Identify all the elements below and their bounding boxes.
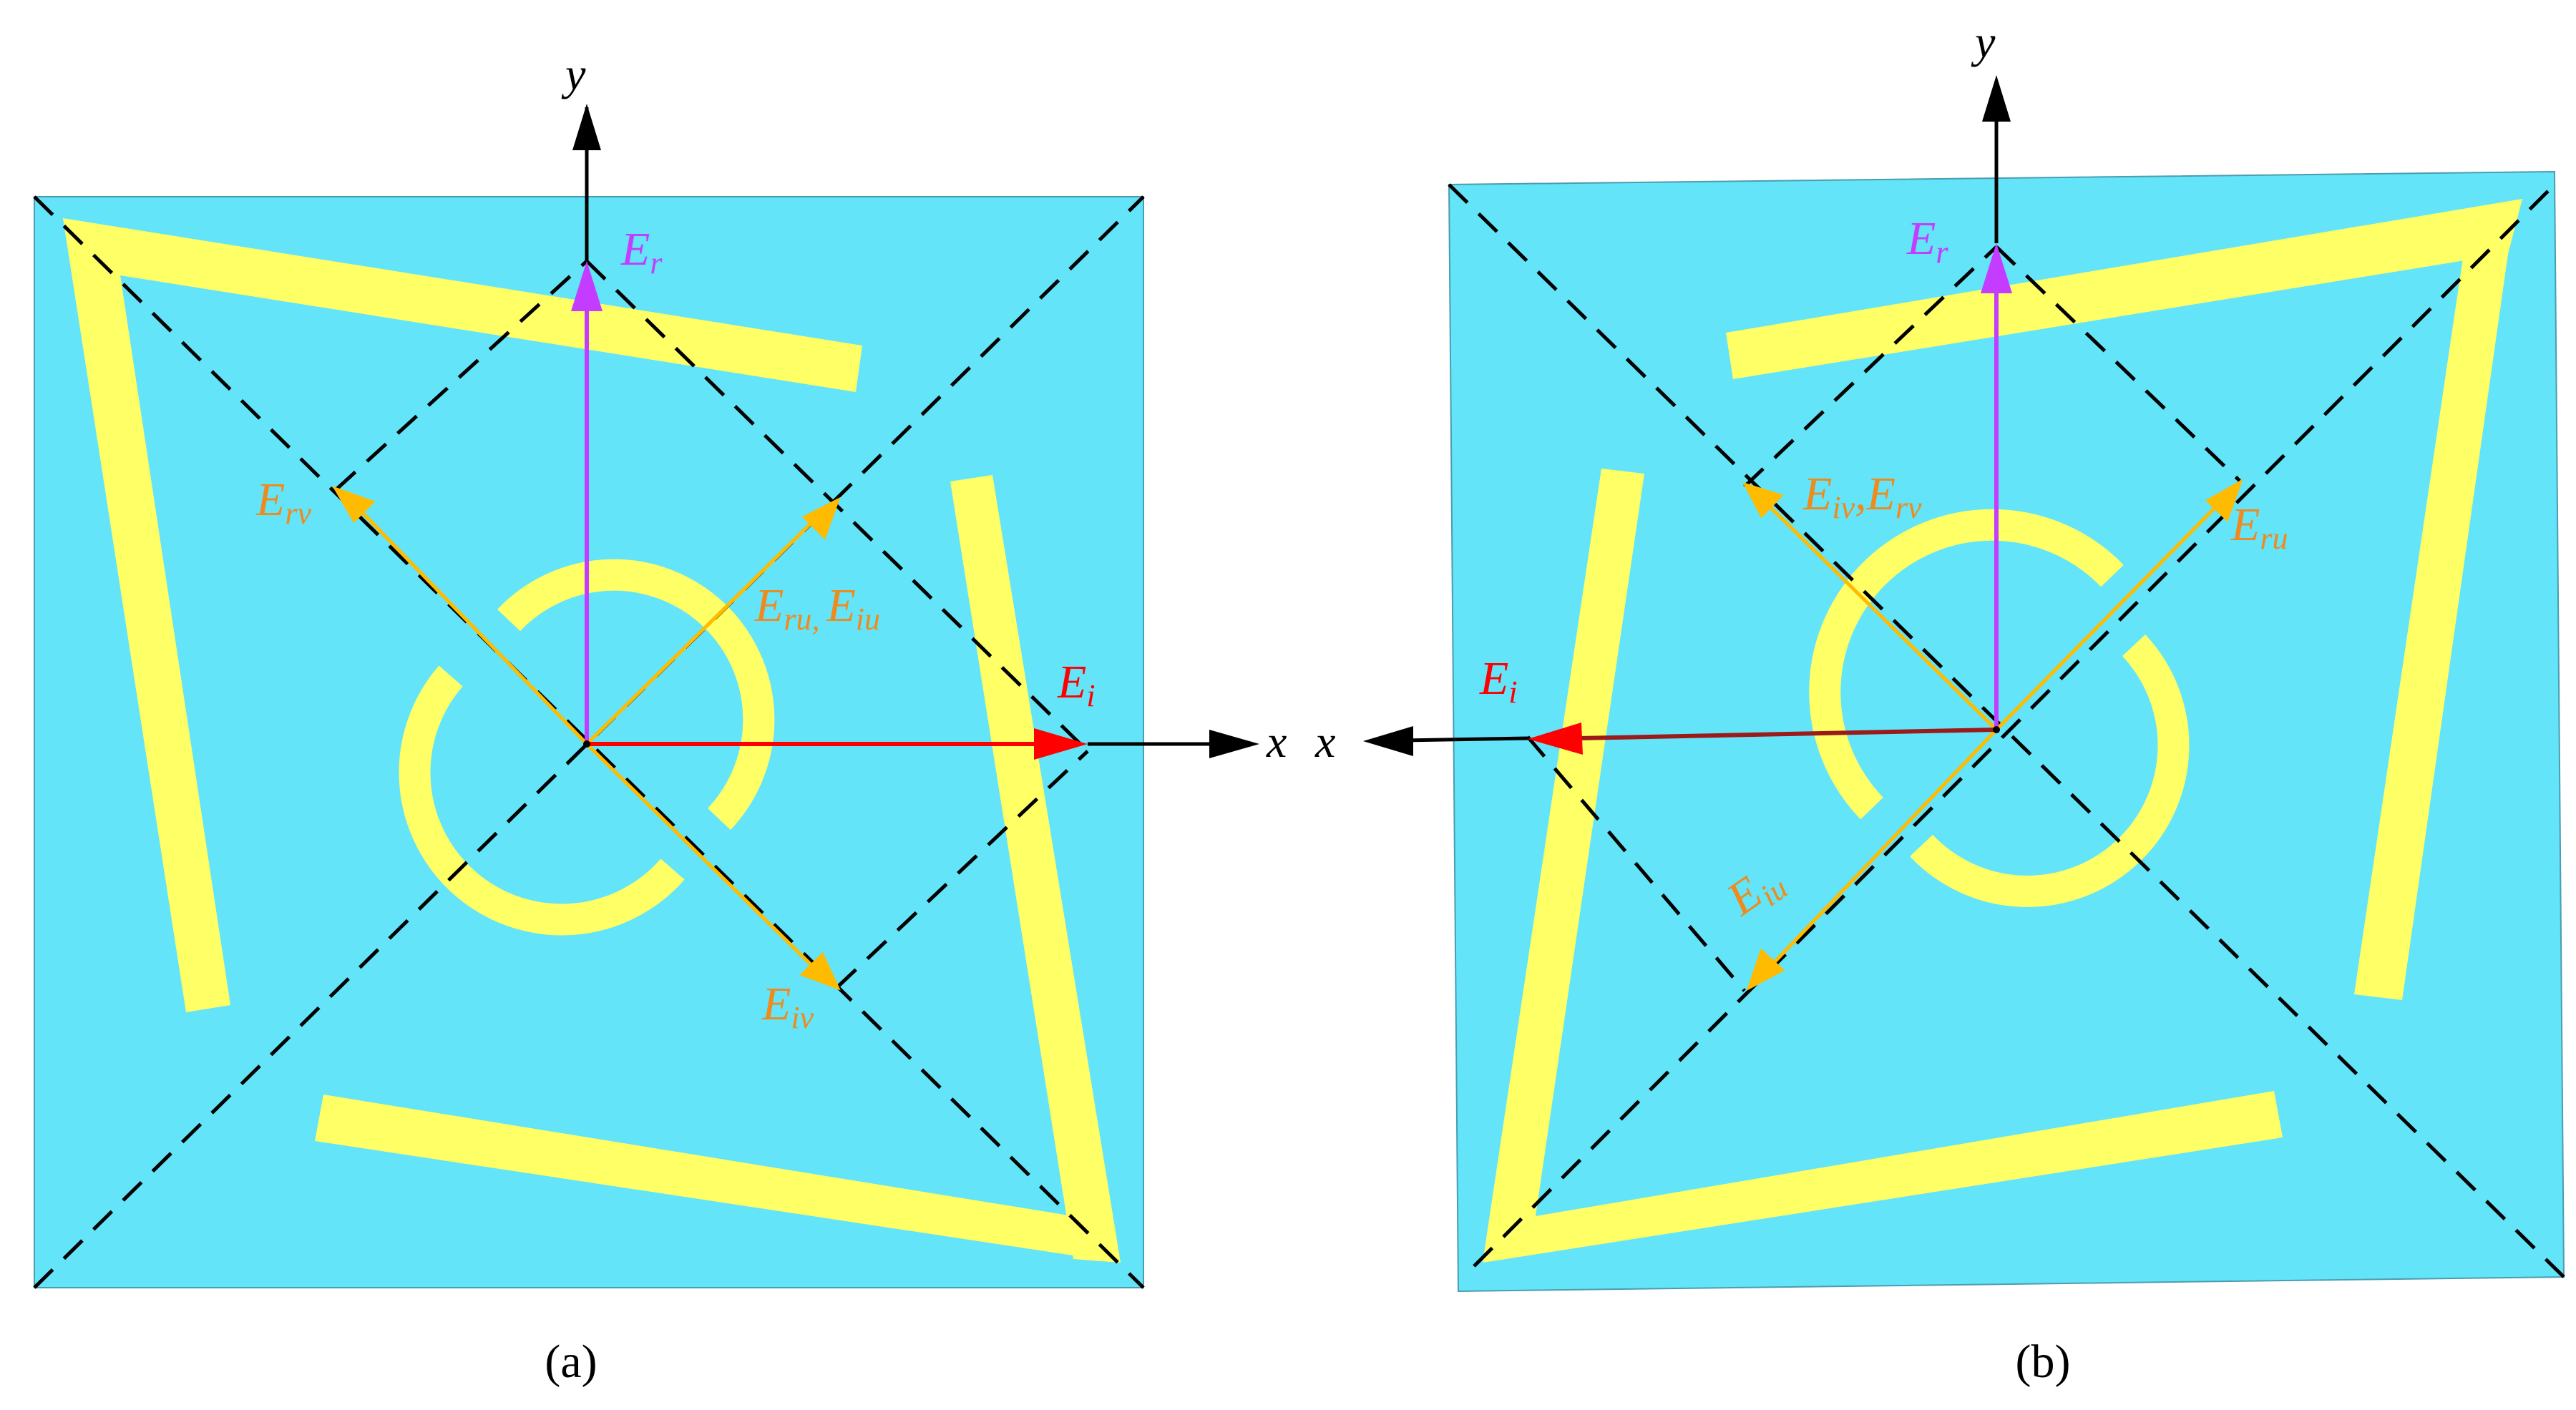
- origin-a: [583, 740, 590, 748]
- dashed-guides-b: [1448, 183, 2565, 1278]
- bottom-strip-a: [315, 1095, 1121, 1263]
- x-axis-label-b: x: [1314, 716, 1335, 767]
- ei-label-a: Ei: [1057, 656, 1096, 713]
- eru-label-b: Eru: [2230, 499, 2288, 556]
- right-strip-a: [950, 475, 1121, 1263]
- er-label-a: Er: [620, 223, 663, 280]
- x-axis-arrowhead-b: [1363, 726, 1413, 756]
- caption-b: (b): [2016, 1336, 2071, 1388]
- left-strip-b: [1483, 469, 1644, 1263]
- incident-arrowhead-a: [1034, 728, 1088, 760]
- top-strip-b: [1726, 199, 2522, 379]
- x-axis-b: [1402, 736, 1528, 743]
- x-axis-label-a: x: [1266, 716, 1287, 767]
- eiv-label-a: Eiv: [761, 978, 814, 1035]
- component-arrows-b: [1742, 479, 2243, 992]
- reflected-arrowhead-a: [571, 261, 602, 311]
- component-arrows-a: [332, 486, 841, 991]
- origin-b: [1993, 726, 2000, 733]
- y-axis-label-a: y: [561, 49, 586, 99]
- y-axis-arrowhead-a: [572, 104, 601, 150]
- left-strip-a: [63, 218, 230, 1012]
- split-ring-a: [399, 559, 775, 936]
- top-strip-a: [63, 218, 862, 392]
- ei-label-b: Ei: [1479, 652, 1518, 710]
- caption-a: (a): [545, 1336, 597, 1388]
- incident-arrowhead-b: [1528, 723, 1583, 755]
- eru-eiu-label-a: Eru,Eiu: [754, 579, 880, 637]
- y-axis-arrowhead-b: [1982, 75, 2011, 122]
- bottom-strip-b: [1483, 1091, 2283, 1263]
- panel-a: y x Er Ei Erv Eiv Eru,Eiu (a): [33, 49, 1287, 1388]
- reflected-arrowhead-b: [1981, 243, 2012, 293]
- dashed-guides-a: [33, 195, 1145, 1289]
- split-ring-b: [1809, 509, 2190, 908]
- incident-arrow-b: [1577, 728, 1997, 740]
- y-axis-label-b: y: [1971, 16, 1996, 67]
- panel-b: y x Er Ei Eru Eiu Eiv,Erv (b): [1314, 16, 2565, 1388]
- eiv-erv-label-b: Eiv,Erv: [1802, 468, 1922, 525]
- er-label-b: Er: [1906, 212, 1948, 270]
- right-strip-b: [2354, 199, 2522, 1000]
- erv-label-a: Erv: [255, 474, 311, 531]
- x-axis-arrowhead-a: [1209, 730, 1259, 758]
